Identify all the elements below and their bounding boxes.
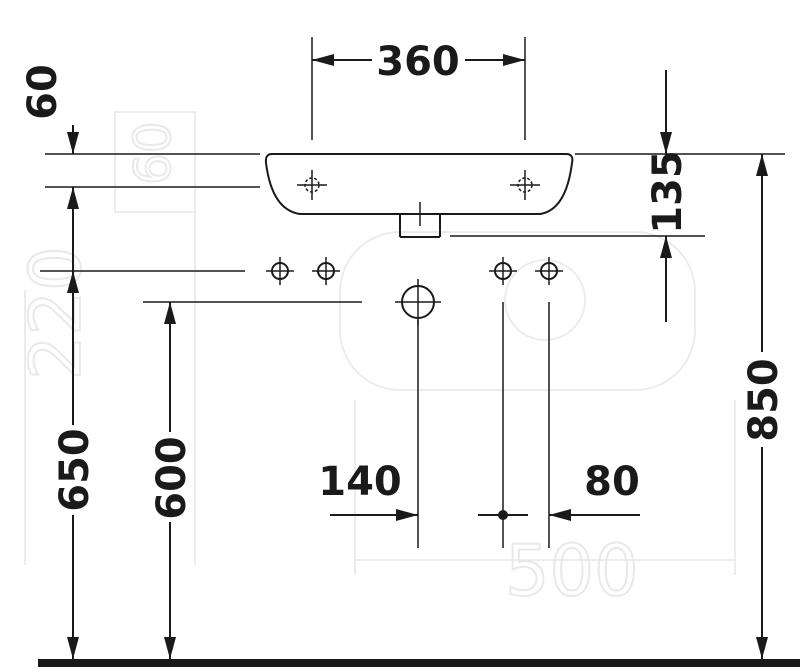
dimension-360: 360 (312, 39, 525, 85)
dimension-label-600: 600 (149, 436, 195, 520)
basin-fixing-hole-left (297, 170, 327, 200)
wall-hole-2 (312, 257, 340, 285)
basin-fixing-hole-right (510, 170, 540, 200)
wall-hole-4 (535, 257, 563, 285)
dimension-label-140: 140 (318, 459, 402, 505)
extension-lines (40, 37, 785, 548)
ghost-label-top-left: 60 (124, 121, 182, 185)
dimension-140: 140 (318, 459, 418, 521)
dimension-label-80: 80 (584, 459, 640, 505)
dimension-80-dot (498, 510, 508, 520)
dimension-label-360: 360 (376, 39, 460, 85)
dimension-label-850: 850 (741, 358, 787, 442)
dimension-label-135: 135 (645, 150, 691, 234)
dimension-60: 60 (20, 64, 79, 271)
dimension-80: 80 (478, 459, 640, 521)
wall-hole-1 (266, 257, 294, 285)
basin-outline (264, 153, 574, 238)
dimension-850: 850 (741, 154, 787, 659)
dimension-650: 650 (52, 271, 98, 659)
dimension-label-650: 650 (52, 428, 98, 512)
dimension-600: 600 (149, 302, 195, 659)
wall-hole-3 (489, 257, 517, 285)
dimension-135: 135 (645, 70, 691, 322)
dimension-label-60: 60 (20, 64, 66, 120)
wall-fixing-holes (266, 257, 563, 285)
drain-outlet (395, 279, 441, 325)
floor-line (38, 659, 800, 667)
ghost-background-view: 500 220 60 (14, 111, 736, 613)
ghost-label-left-side: 220 (15, 246, 97, 380)
ghost-label-bottom: 500 (505, 530, 639, 612)
